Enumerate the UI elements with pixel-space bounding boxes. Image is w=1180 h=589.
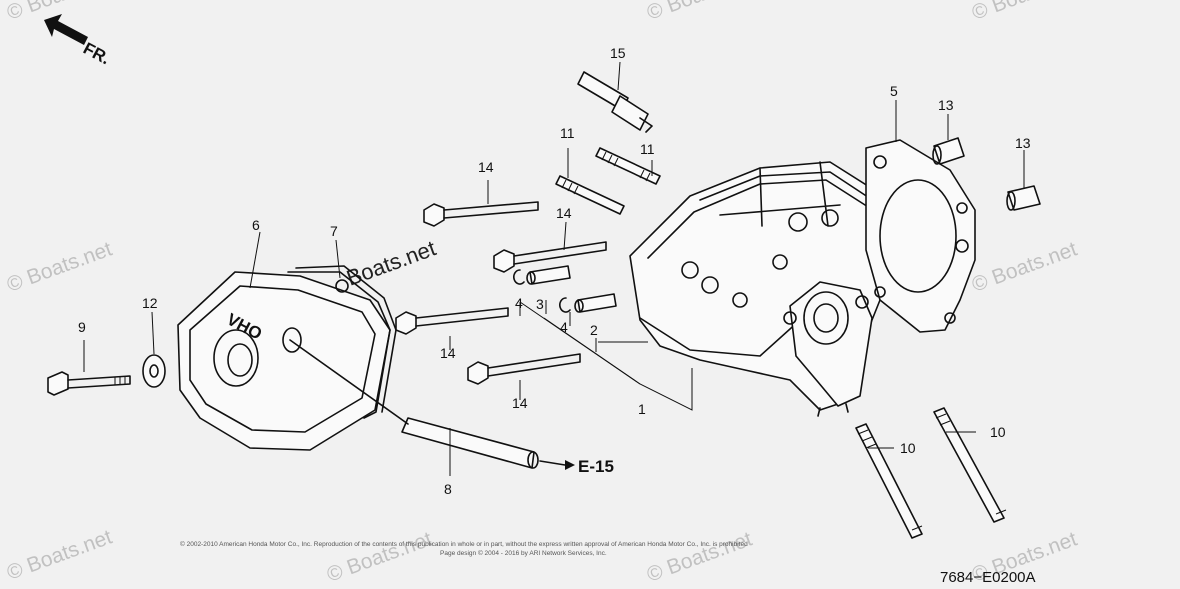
watermark-left: © Boats.net bbox=[4, 237, 115, 296]
center-watermark: Boats.net bbox=[343, 235, 439, 290]
callout-12: 12 bbox=[142, 295, 158, 311]
part-1-cylinder-head bbox=[629, 161, 901, 417]
copyright-line-2: Page design © 2004 - 2016 by ARI Network… bbox=[440, 549, 607, 557]
callout-14d: 14 bbox=[512, 395, 528, 411]
part-13-dowels bbox=[932, 137, 1041, 211]
callout-13a: 13 bbox=[938, 97, 954, 113]
front-direction-indicator: FR. bbox=[44, 14, 113, 68]
watermark-right: © Boats.net bbox=[969, 237, 1080, 296]
callout-4a: 4 bbox=[515, 295, 523, 311]
watermark-bottom-center: © Boats.net bbox=[324, 527, 435, 586]
callout-3: 3 bbox=[536, 296, 544, 312]
callout-5: 5 bbox=[890, 83, 898, 99]
part-9-bolt bbox=[47, 371, 131, 396]
callout-2: 2 bbox=[590, 322, 598, 338]
watermark-bottom-left: © Boats.net bbox=[4, 525, 115, 584]
callout-6: 6 bbox=[252, 217, 260, 233]
callout-11a: 11 bbox=[560, 125, 575, 141]
watermark-top-right: © Boats.net bbox=[969, 0, 1080, 25]
callout-11b: 11 bbox=[640, 141, 655, 157]
callout-14a: 14 bbox=[478, 159, 494, 175]
part-8-breather-tube bbox=[289, 339, 575, 470]
front-label: FR. bbox=[80, 39, 113, 69]
callout-10b: 10 bbox=[990, 424, 1006, 440]
copyright-line-1: © 2002-2010 American Honda Motor Co., In… bbox=[180, 540, 748, 548]
callout-8: 8 bbox=[444, 481, 452, 497]
callout-1: 1 bbox=[638, 401, 646, 417]
part-15-spark-plug bbox=[577, 71, 653, 133]
callout-9: 9 bbox=[78, 319, 86, 335]
watermark-top-center: © Boats.net bbox=[644, 0, 755, 25]
callout-13b: 13 bbox=[1015, 135, 1031, 151]
watermark-top-left: © Boats.net bbox=[4, 0, 115, 25]
watermark-bottom-center-right: © Boats.net bbox=[644, 527, 755, 586]
callout-14b: 14 bbox=[556, 205, 572, 221]
callout-7: 7 bbox=[330, 223, 338, 239]
part-7-gasket bbox=[287, 265, 397, 419]
callout-14c: 14 bbox=[440, 345, 456, 361]
part-14-bolts bbox=[395, 201, 607, 385]
callouts: 1 2 3 4 4 5 6 7 8 9 10 10 11 11 12 13 13… bbox=[78, 45, 1031, 497]
callout-4b: 4 bbox=[560, 319, 568, 335]
leader-lines bbox=[83, 61, 1025, 476]
part-11-studs bbox=[555, 147, 661, 215]
part-6-head-cover: OHV bbox=[177, 271, 391, 451]
part-12-washer bbox=[142, 354, 166, 388]
callout-15: 15 bbox=[610, 45, 626, 61]
callout-10a: 10 bbox=[900, 440, 916, 456]
arrow-icon bbox=[44, 14, 88, 45]
diagram-code: 7684−E0200A bbox=[940, 569, 1036, 586]
part-2-3-4-dowels-clips bbox=[513, 265, 617, 313]
part-10-studs bbox=[855, 407, 1007, 539]
reference-label: E-15 bbox=[578, 457, 614, 476]
part-5-head-gasket bbox=[865, 139, 976, 333]
